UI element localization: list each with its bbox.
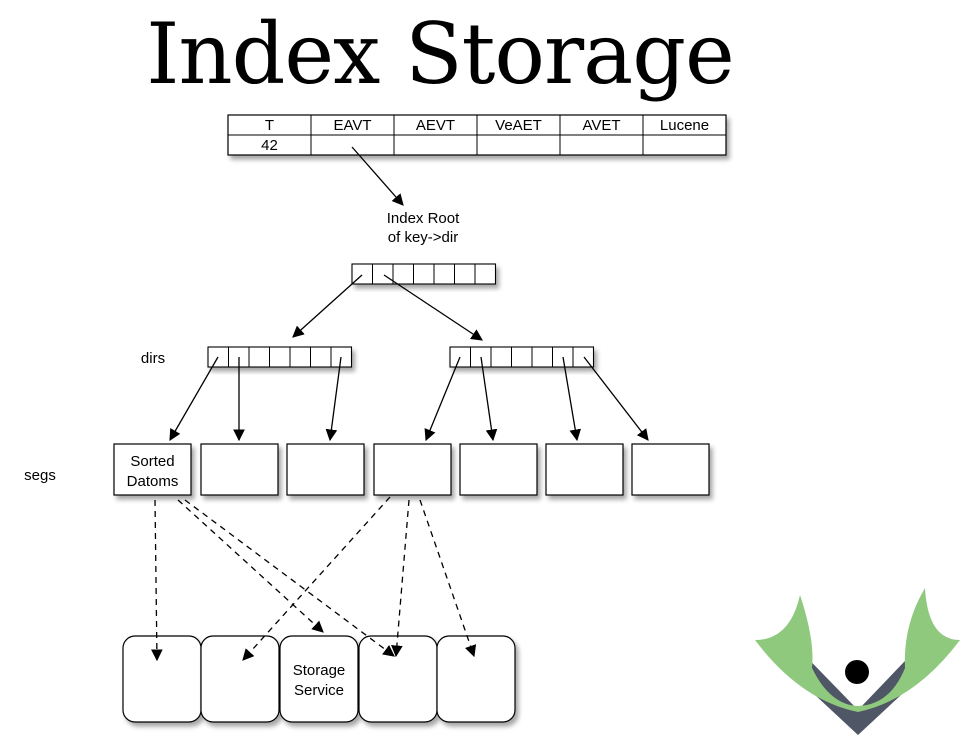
page-title: Index Storage xyxy=(146,5,734,103)
root-node xyxy=(351,263,497,285)
dir-node-right xyxy=(449,346,595,368)
logo-dot xyxy=(845,660,869,684)
dirs-label: dirs xyxy=(141,350,165,367)
logo-green-right-horn xyxy=(858,588,960,712)
segment-label: Datoms xyxy=(127,473,179,490)
segment-box xyxy=(200,443,279,496)
root-to-dir-arrow xyxy=(383,274,483,341)
seg-to-storage-arrow xyxy=(151,499,163,662)
root-label: Index Root xyxy=(387,210,460,227)
table-header-cell: T xyxy=(265,117,274,134)
storage-label: Storage xyxy=(293,662,346,679)
segment-box xyxy=(459,443,538,496)
table-header-cell: VeAET xyxy=(495,117,542,134)
segment-box xyxy=(545,443,624,496)
index-table: T EAVT AEVT VeAET AVET Lucene 42 xyxy=(227,114,727,156)
dir-to-seg-arrow xyxy=(424,356,461,442)
segment-box xyxy=(631,443,710,496)
seg-to-storage-arrow xyxy=(184,499,395,657)
table-header-cell: Lucene xyxy=(660,117,709,134)
seg-to-storage-arrow xyxy=(242,496,391,661)
storage-box xyxy=(358,635,438,723)
dir-to-seg-arrow xyxy=(169,356,219,442)
storage-box xyxy=(122,635,202,723)
table-to-root-arrow xyxy=(351,146,404,206)
seg-to-storage-arrow xyxy=(177,499,324,633)
storage-box xyxy=(200,635,280,723)
seg-to-storage-arrow xyxy=(419,499,477,658)
dir-node-left xyxy=(207,346,353,368)
dir-to-seg-arrow xyxy=(562,356,582,442)
dir-to-seg-arrow xyxy=(480,356,498,442)
seg-to-storage-arrow xyxy=(391,499,410,658)
dir-to-seg-arrow xyxy=(325,356,342,442)
dir-to-seg-arrow xyxy=(583,356,649,441)
segment-box xyxy=(373,443,452,496)
table-header-cell: EAVT xyxy=(333,117,371,134)
table-header-cell: AVET xyxy=(582,117,620,134)
root-to-dir-arrow xyxy=(292,274,363,338)
segs-label: segs xyxy=(24,467,56,484)
storage-box xyxy=(436,635,516,723)
datomic-logo-icon xyxy=(755,588,960,735)
segment-box xyxy=(286,443,365,496)
table-value-cell: 42 xyxy=(261,137,278,154)
table-header-cell: AEVT xyxy=(416,117,455,134)
root-label: of key->dir xyxy=(388,229,458,246)
storage-label: Service xyxy=(294,682,344,699)
segment-label: Sorted xyxy=(130,453,174,470)
logo-green-left-horn xyxy=(755,595,858,712)
